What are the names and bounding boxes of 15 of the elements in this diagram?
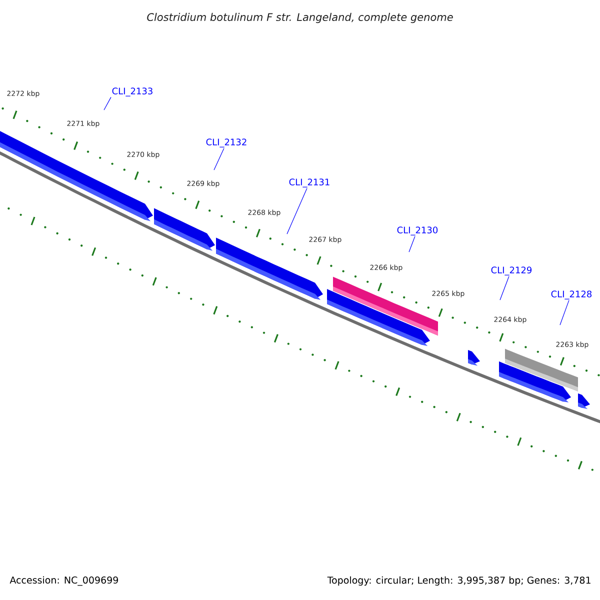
leader-line xyxy=(560,300,570,326)
leader-line xyxy=(214,148,224,170)
gene-label: CLI_2131 xyxy=(289,178,330,188)
leader-line xyxy=(104,96,112,110)
title: Clostridium botulinum F str. Langeland, complete genome xyxy=(147,12,453,24)
gene-label: CLI_2133 xyxy=(112,88,152,96)
gene-label: CLI_2132 xyxy=(206,138,246,148)
footer-text: Topology: circular; Length: 3,995,387 bp; Genes: 3,781 xyxy=(327,576,590,586)
leader-line xyxy=(286,188,308,234)
gene-label: CLI_2129 xyxy=(491,266,532,276)
gene-label: CLI_2128 xyxy=(551,290,592,300)
leader-line xyxy=(408,236,416,252)
gene-label: CLI_2130 xyxy=(397,226,438,236)
footer-text: Accession: NC_009699 xyxy=(10,576,118,586)
leader-line xyxy=(500,276,510,300)
